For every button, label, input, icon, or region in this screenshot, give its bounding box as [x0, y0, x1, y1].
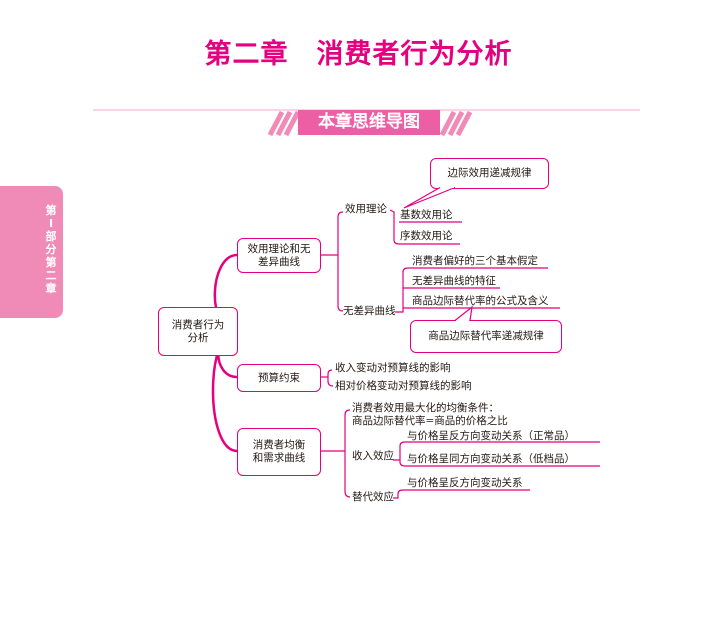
income-effect-label: 收入效应: [352, 450, 394, 462]
list-item: 与价格呈反方向变动关系: [407, 477, 523, 489]
list-item: 收入变动对预算线的影响: [335, 362, 451, 374]
callout-mrs: 商品边际替代率递减规律: [410, 320, 562, 353]
list-item: 基数效用论: [400, 209, 453, 221]
node-utility-label: 效用理论和无差异曲线: [247, 242, 311, 268]
section-banner: 本章思维导图: [298, 110, 440, 135]
root-label: 消费者行为分析: [171, 318, 225, 344]
list-item: 序数效用论: [400, 230, 453, 242]
root-node: 消费者行为分析: [158, 307, 238, 356]
callout-text: 商品边际替代率递减规律: [428, 330, 544, 342]
node-equilibrium: 消费者均衡和需求曲线: [237, 428, 321, 476]
callout-marginal-utility: 边际效用递减规律: [430, 158, 549, 189]
side-tab-label: 第Ⅰ部分 第二章: [45, 204, 57, 295]
node-equilibrium-label: 消费者均衡和需求曲线: [252, 439, 306, 464]
chapter-title: 第二章消费者行为分析: [0, 32, 717, 71]
node-budget-label: 预算约束: [258, 371, 300, 384]
list-item: 相对价格变动对预算线的影响: [335, 380, 472, 392]
indifference-label: 无差异曲线: [343, 305, 396, 317]
list-item: 与价格呈反方向变动关系（正常品）: [407, 430, 575, 442]
utility-theory-label: 效用理论: [345, 203, 387, 215]
chapter-name: 消费者行为分析: [316, 39, 513, 70]
side-tab: [0, 186, 63, 318]
list-item: 与价格呈同方向变动关系（低档品）: [407, 453, 575, 465]
list-item: 消费者偏好的三个基本假定: [412, 255, 538, 267]
substitution-effect-label: 替代效应: [352, 491, 394, 503]
list-item: 无差异曲线的特征: [412, 275, 496, 287]
chapter-number: 第二章: [204, 39, 289, 70]
callout-text: 边际效用递减规律: [447, 167, 532, 179]
condition-line: 商品边际替代率=商品的价格之比: [352, 415, 508, 427]
node-utility: 效用理论和无差异曲线: [237, 238, 321, 273]
condition-line: 消费者效用最大化的均衡条件：: [352, 402, 499, 414]
list-item: 商品边际替代率的公式及含义: [412, 295, 549, 307]
node-budget: 预算约束: [237, 364, 321, 392]
